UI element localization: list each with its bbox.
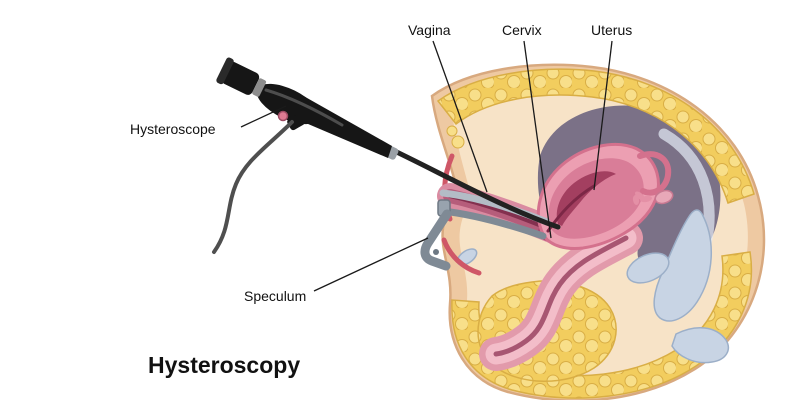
- inflow-port: [277, 110, 289, 122]
- abdominal-fat: [436, 68, 755, 204]
- coccyx-bone: [671, 327, 730, 364]
- uterus-myometrium: [548, 158, 644, 239]
- fallopian-tube: [637, 151, 672, 196]
- light-post: [287, 113, 305, 131]
- uterus-leader-line: [593, 40, 613, 191]
- hysteroscope-shaft: [381, 143, 561, 230]
- diagram-title: Hysteroscopy: [148, 352, 301, 378]
- speculum-lower-blade: [439, 207, 547, 240]
- label-vagina: Vagina: [408, 22, 451, 38]
- speculum-handle: [420, 209, 452, 271]
- uterine-cavity: [556, 171, 616, 226]
- speculum-leader-line: [313, 237, 429, 292]
- bone-segment: [626, 252, 670, 284]
- pelvic-bones: [456, 209, 730, 364]
- hysteroscope-leader-line: [240, 105, 287, 128]
- leader-lines: [240, 40, 613, 292]
- label-cervix: Cervix: [502, 22, 542, 38]
- light-cable: [212, 120, 294, 254]
- hysteroscope-device: [212, 57, 561, 254]
- label-hysteroscope: Hysteroscope: [130, 121, 216, 137]
- ovary-shape: [654, 189, 674, 205]
- label-speculum: Speculum: [244, 288, 307, 304]
- cervix-leader-line: [523, 40, 552, 239]
- label-uterus: Uterus: [591, 22, 633, 38]
- vagina-leader-line: [432, 40, 488, 193]
- eyepiece: [221, 61, 260, 95]
- sacrum-bone: [653, 209, 712, 322]
- rectum: [479, 221, 643, 371]
